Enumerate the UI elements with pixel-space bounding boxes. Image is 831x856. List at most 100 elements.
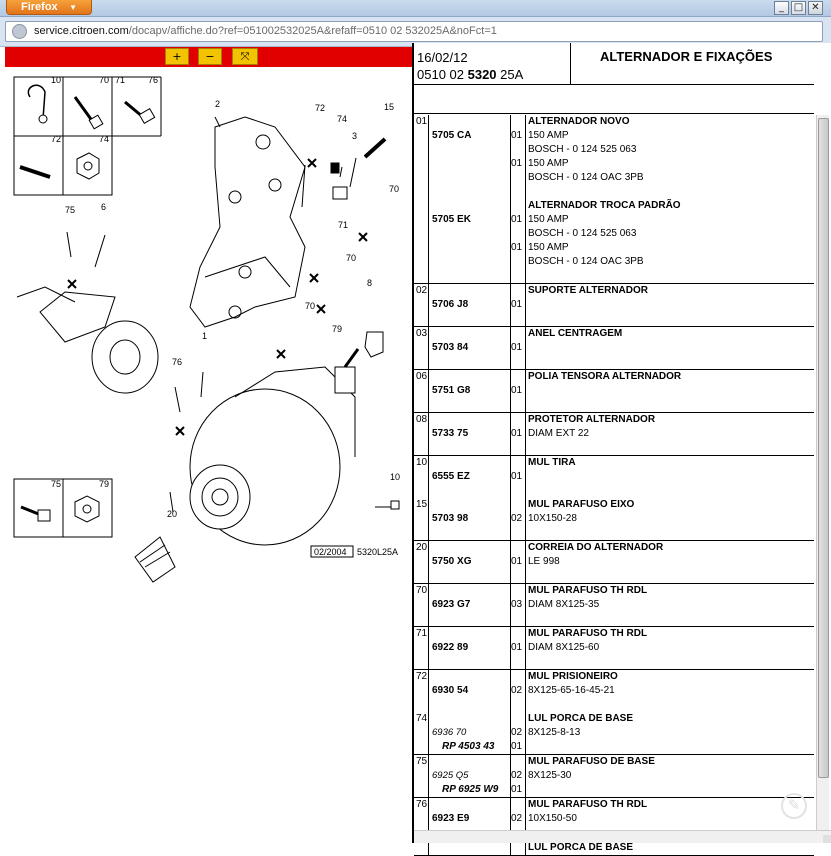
part-reference: RP 6925 W9 [442, 784, 499, 795]
callout-number: 71 [338, 220, 348, 230]
diagram-date: 02/2004 [314, 547, 347, 557]
close-button[interactable]: ✕ [808, 1, 823, 15]
part-line [414, 569, 814, 583]
part-line [414, 269, 814, 283]
part-description: ANEL CENTRAGEM [528, 328, 623, 339]
column-rule [510, 115, 511, 283]
pencil-icon[interactable]: ✎ [781, 793, 807, 819]
part-reference: 5703 98 [432, 513, 469, 524]
part-description: BOSCH - 0 124 525 063 [528, 144, 637, 155]
callout-number: 72 [315, 103, 325, 113]
part-quantity: 01 [511, 642, 523, 653]
firefox-menu-button[interactable]: Firefox▼ [6, 0, 92, 15]
part-description: 150 AMP [528, 158, 569, 169]
column-rule [525, 327, 526, 369]
callout-number: 76 [172, 357, 182, 367]
part-line: BOSCH - 0 124 OAC 3PB [414, 255, 814, 269]
part-description: 8X125-30 [528, 770, 572, 781]
part-line [414, 441, 814, 455]
column-rule [525, 541, 526, 583]
part-position: 76 [416, 799, 428, 810]
sheet-ref-a: 0510 02 [417, 67, 468, 82]
callout-number: 70 [389, 184, 399, 194]
part-quantity: 02 [511, 685, 523, 696]
column-rule [510, 541, 511, 583]
callout-number: 8 [367, 278, 372, 288]
support-bracket-drawing [189, 116, 306, 328]
part-description: MUL PRISIONEIRO [528, 671, 618, 682]
scrollbar-thumb[interactable] [818, 118, 829, 778]
part-reference: RP 4503 43 [442, 741, 495, 752]
minimize-button[interactable]: _ [774, 1, 789, 15]
url-text: service.citroen.com/docapv/affiche.do?re… [34, 25, 497, 37]
part-line [414, 526, 814, 540]
callout-number: 70 [346, 253, 356, 263]
callout-number: 10 [51, 75, 61, 85]
zoom-out-button[interactable]: − [198, 48, 222, 65]
part-line [414, 398, 814, 412]
part-position: 20 [416, 542, 428, 553]
part-reference: 6555 EZ [432, 471, 470, 482]
zoom-in-button[interactable]: + [165, 48, 189, 65]
column-rule [510, 370, 511, 412]
part-description: DIAM 8X125-60 [528, 642, 600, 653]
callout-number: 74 [99, 134, 109, 144]
column-rule [428, 670, 429, 754]
part-description: BOSCH - 0 124 OAC 3PB [528, 172, 644, 183]
column-rule [428, 370, 429, 412]
column-rule [510, 798, 511, 840]
column-rule [428, 541, 429, 583]
column-rule [525, 798, 526, 840]
part-position: 08 [416, 414, 428, 425]
part-quantity: 01 [511, 385, 523, 396]
column-rule [510, 284, 511, 326]
url-field[interactable]: service.citroen.com/docapv/affiche.do?re… [5, 21, 823, 42]
horizontal-scrollbar[interactable] [414, 830, 831, 843]
vertical-scrollbar[interactable] [816, 115, 829, 830]
url-host: service.citroen.com [34, 25, 129, 37]
part-description: 150 AMP [528, 214, 569, 225]
part-position: 10 [416, 457, 428, 468]
part-quantity: 01 [511, 471, 523, 482]
part-description: 8X125-65-16-45-21 [528, 685, 615, 696]
column-rule [510, 456, 511, 540]
part-quantity: 02 [511, 770, 523, 781]
resize-grip[interactable] [823, 835, 831, 843]
diagram-pane: + − ⤧ [5, 47, 412, 843]
column-rule [510, 755, 511, 797]
part-line [414, 484, 814, 498]
column-rule [510, 584, 511, 626]
header-divider [570, 43, 571, 85]
column-rule [428, 456, 429, 540]
part-line: ALTERNADOR TROCA PADRÃO [414, 199, 814, 213]
sheet-title: ALTERNADOR E FIXAÇÕES [600, 49, 773, 64]
maximize-button[interactable]: □ [791, 1, 806, 15]
column-rule [525, 370, 526, 412]
part-description: 8X125-8-13 [528, 727, 581, 738]
column-rule [510, 670, 511, 754]
part-description: MUL PARAFUSO DE BASE [528, 756, 655, 767]
zoom-move-button[interactable]: ⤧ [232, 48, 258, 65]
callout-number: 79 [332, 324, 342, 334]
callout-number: 76 [148, 75, 158, 85]
